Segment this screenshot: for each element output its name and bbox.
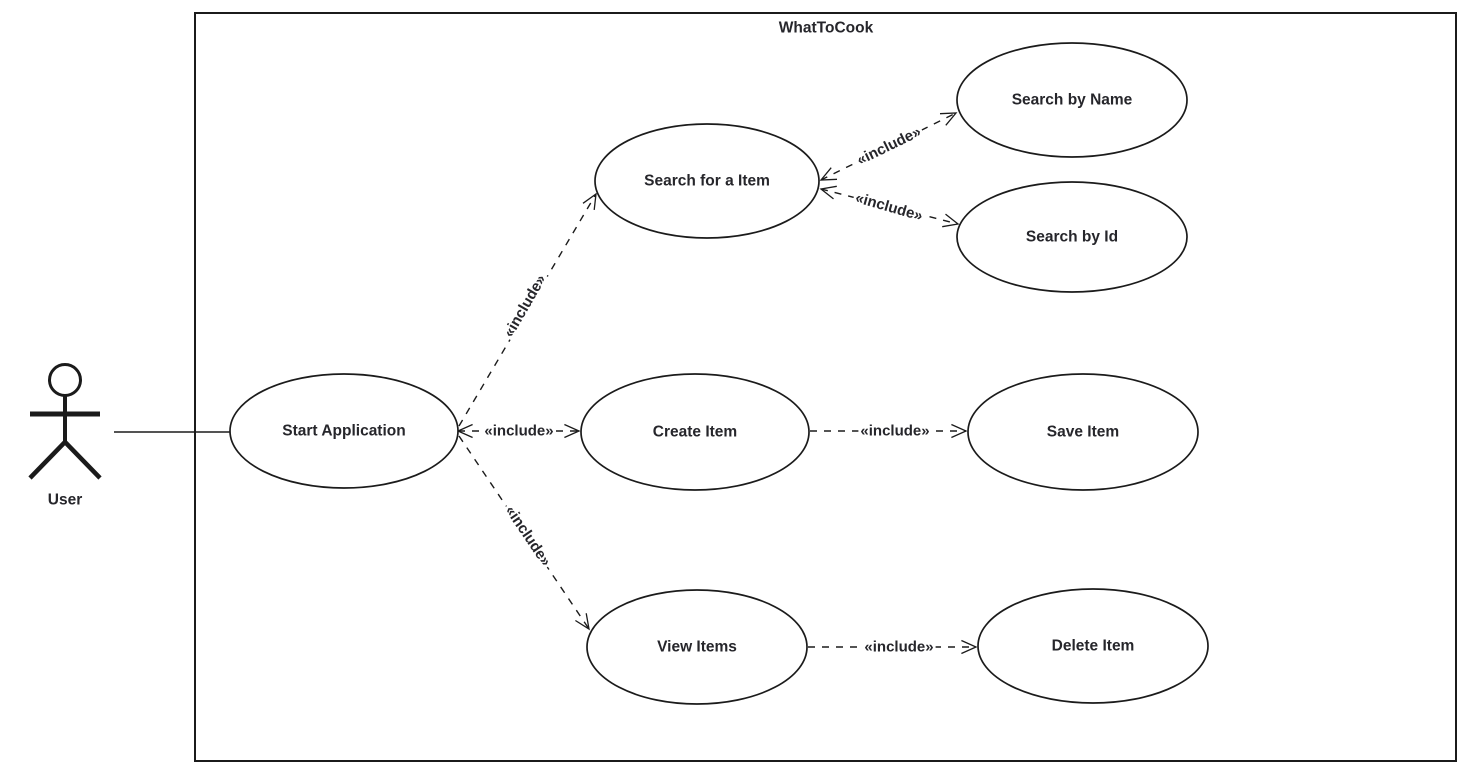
- actor-leg-left: [28, 440, 67, 480]
- edge-start-to-create-label: «include»: [482, 421, 556, 441]
- edge-start-to-view-arrowhead: [575, 613, 590, 631]
- usecase-start-application: [229, 373, 459, 489]
- edge-search-to-name-label: «include»: [851, 121, 927, 171]
- usecase-save-item: [967, 373, 1199, 491]
- usecase-search-by-name-label: Search by Name: [1012, 92, 1133, 109]
- usecase-search-by-id: [956, 181, 1188, 293]
- edge-start-to-view-label: «include»: [499, 500, 557, 572]
- edge-create-to-save-label: «include»: [858, 421, 932, 441]
- edge-search-to-id-arrowhead: [942, 213, 960, 228]
- edge-start-to-create-arrowhead: [564, 423, 581, 439]
- edge-start-to-search: [458, 193, 597, 427]
- usecase-search-by-name: [956, 42, 1188, 158]
- edge-create-to-save-label-text: «include»: [860, 423, 929, 440]
- usecase-view-items: [586, 589, 808, 705]
- edge-view-to-delete-label: «include»: [862, 637, 936, 657]
- usecase-start-application-label: Start Application: [282, 423, 405, 440]
- edge-view-to-delete-label-text: «include»: [864, 639, 933, 656]
- edge-search-to-id-label: «include»: [851, 187, 927, 227]
- edge-start-to-search-arrowhead: [582, 192, 597, 210]
- actor-user: User: [28, 363, 102, 509]
- edge-create-to-save-arrowhead: [951, 423, 968, 439]
- edge-search-to-name-arrowhead: [939, 112, 958, 126]
- usecase-search-for-a-item-label: Search for a Item: [644, 173, 770, 190]
- edge-start-to-view-label-bg: [499, 500, 557, 572]
- edge-view-to-delete-label-bg: [862, 637, 936, 657]
- system-title: WhatToCook: [779, 20, 874, 37]
- edge-start-to-search-label-bg: [498, 269, 552, 343]
- usecase-search-by-id-label: Search by Id: [1026, 229, 1118, 246]
- edge-search-to-id-label-text: «include»: [853, 189, 924, 224]
- edge-create-to-save-label-bg: [858, 421, 932, 441]
- system-boundary: [194, 12, 1457, 762]
- edge-start-to-view-label-text: «include»: [502, 503, 555, 570]
- edge-search-to-name-tail-arrowhead: [819, 167, 838, 181]
- edge-start-to-create-label-text: «include»: [484, 423, 553, 440]
- actor-label: User: [48, 492, 82, 509]
- edge-start-to-search-label-text: «include»: [500, 272, 549, 340]
- usecase-delete-item: [977, 588, 1209, 704]
- edge-search-to-id-label-bg: [851, 187, 927, 227]
- usecase-view-items-label: View Items: [657, 639, 737, 656]
- usecase-save-item-label: Save Item: [1047, 424, 1119, 441]
- edge-search-to-name-label-bg: [851, 121, 927, 171]
- edge-view-to-delete-arrowhead: [961, 639, 978, 655]
- edge-search-to-id-tail-arrowhead: [819, 185, 837, 200]
- edge-start-to-search-label: «include»: [498, 269, 552, 343]
- usecase-search-for-a-item: [594, 123, 820, 239]
- actor-head: [48, 363, 82, 397]
- edge-start-to-create-label-bg: [482, 421, 556, 441]
- usecase-create-item: [580, 373, 810, 491]
- usecase-create-item-label: Create Item: [653, 424, 737, 441]
- edge-search-to-name-label-text: «include»: [854, 123, 924, 169]
- usecase-delete-item-label: Delete Item: [1052, 638, 1135, 655]
- actor-leg-right: [63, 440, 102, 480]
